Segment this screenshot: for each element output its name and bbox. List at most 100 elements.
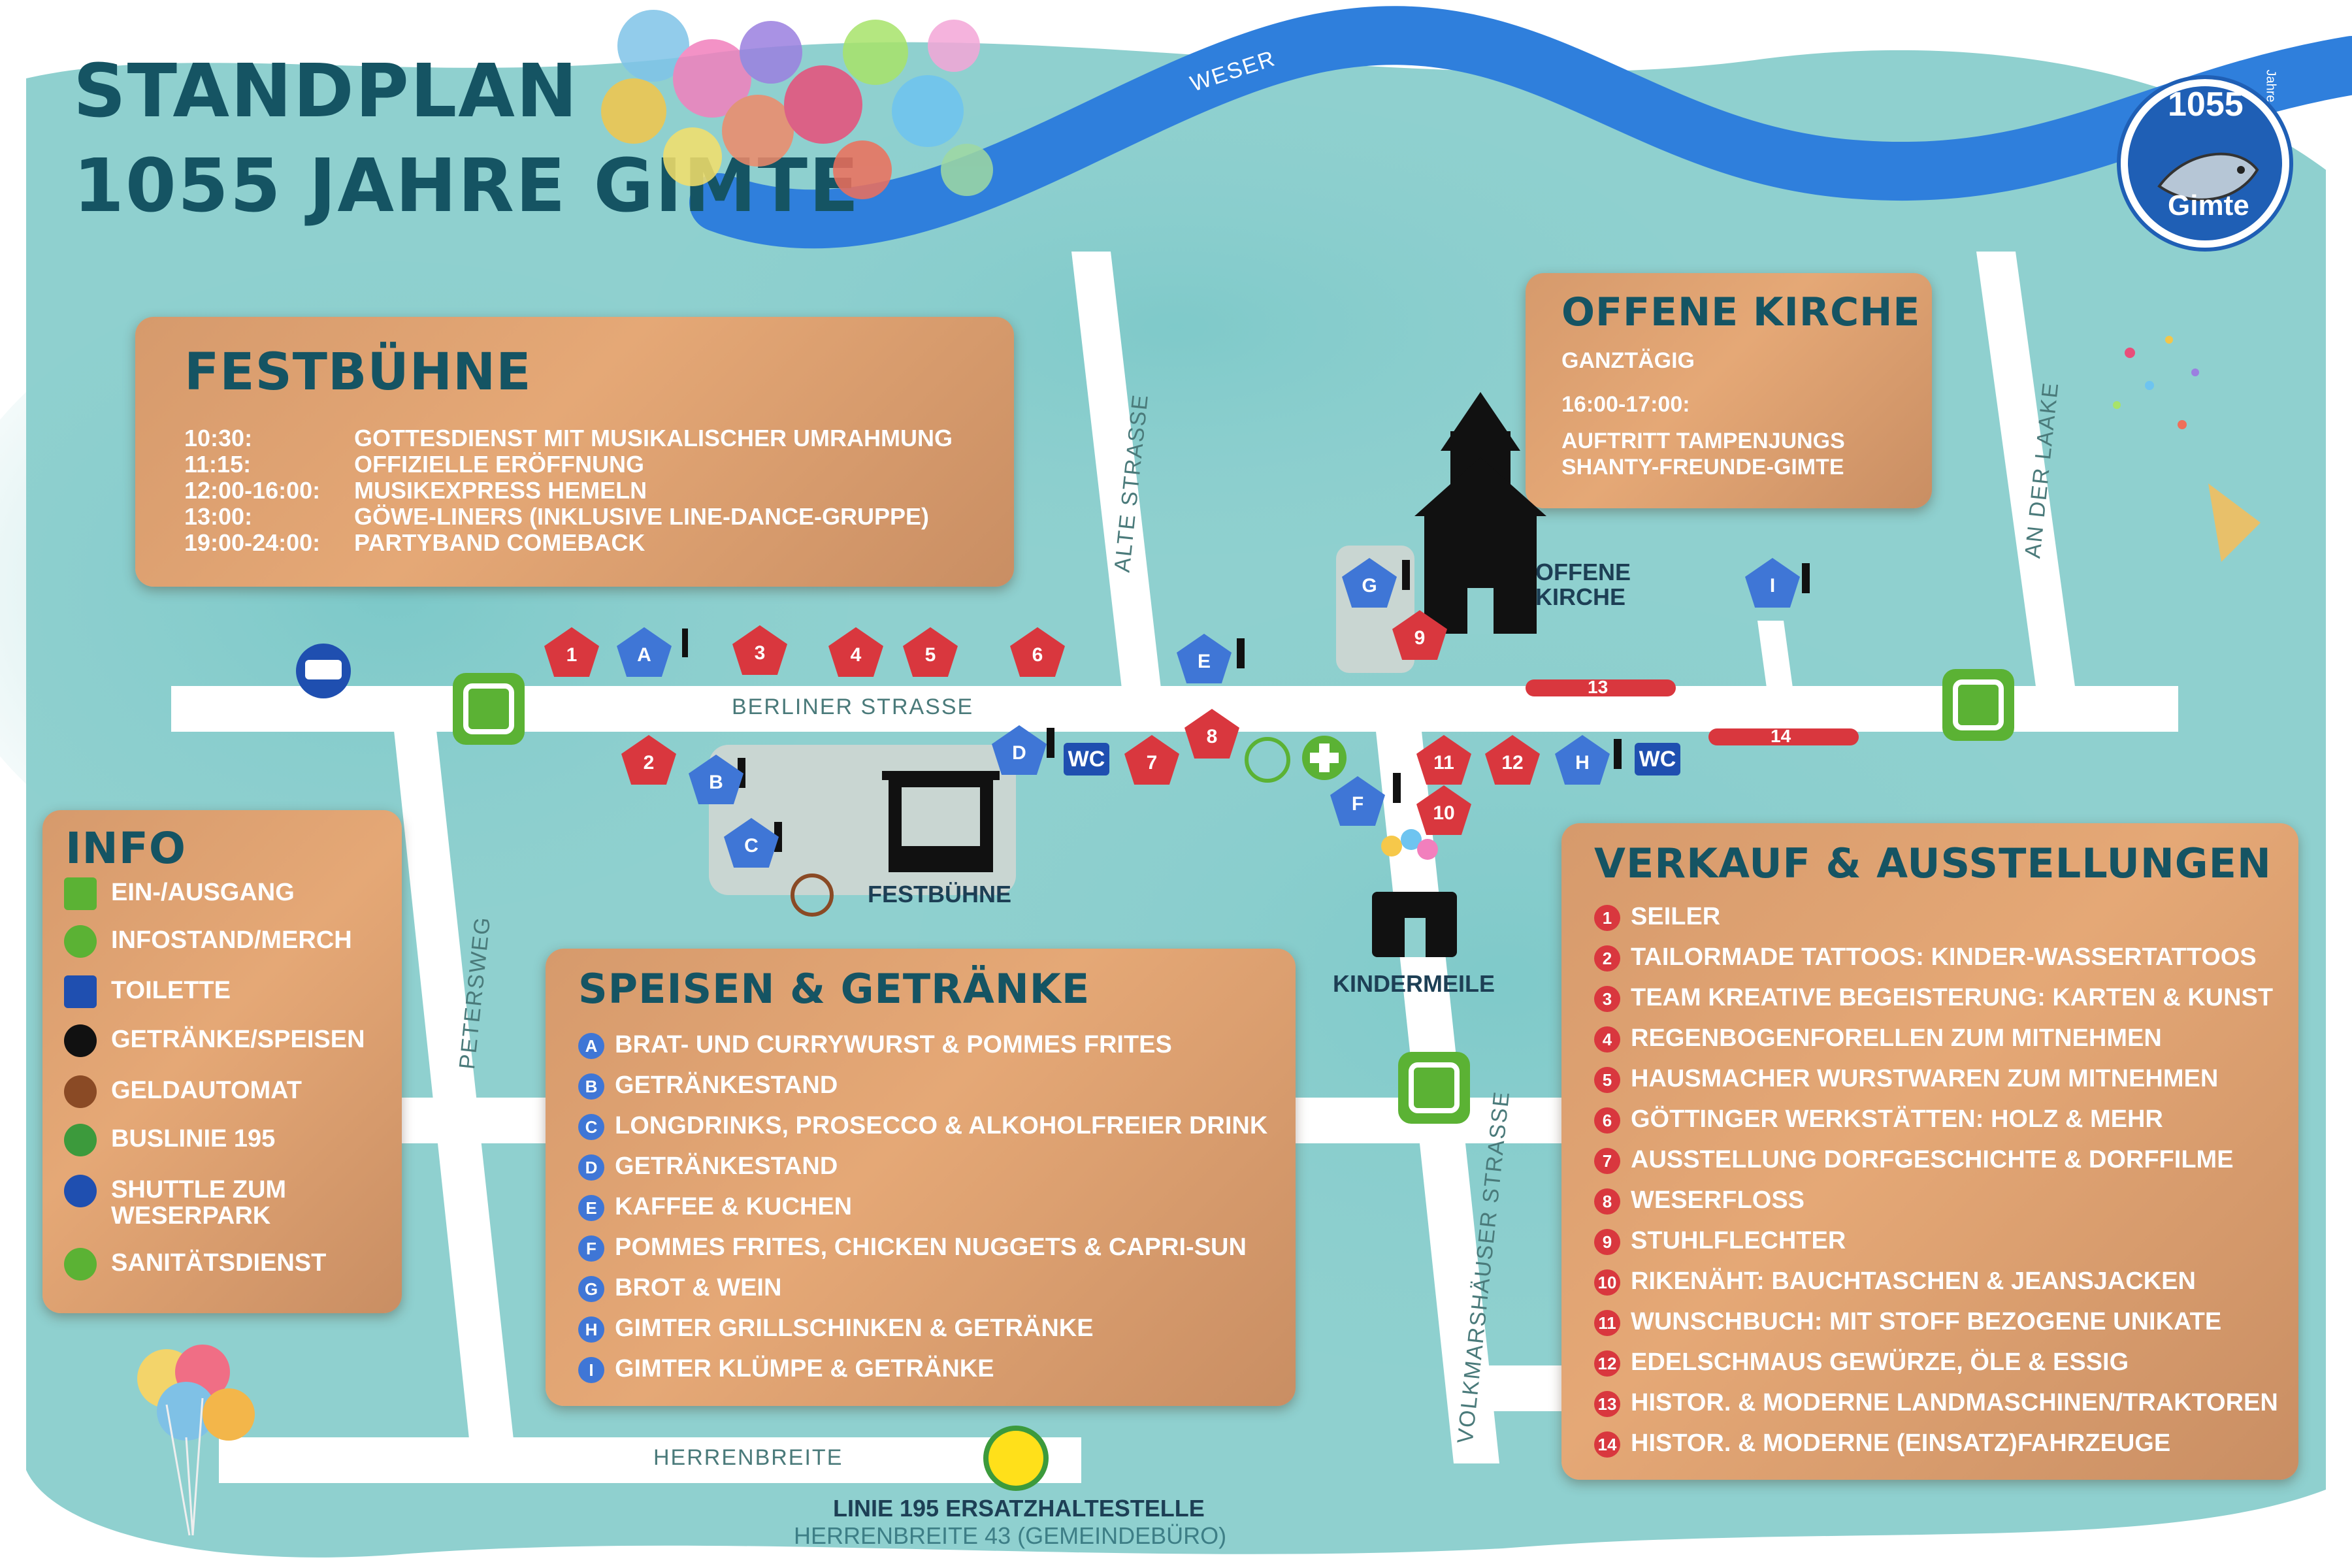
page-title-line1: STANDPLAN [73, 49, 579, 134]
long-stand-label: 14 [1771, 726, 1791, 746]
verkauf-item-label: GÖTTINGER WERKSTÄTTEN: HOLZ & MEHR [1631, 1105, 2163, 1133]
speisen-item: E KAFFEE & KUCHEN [578, 1193, 852, 1221]
kirche-panel: OFFENE KIRCHE GANZTÄGIG 16:00-17:00: AUF… [1526, 273, 1932, 508]
kindermeile-label: KINDERMEILE [1333, 970, 1495, 997]
verkauf-item: 8 WESERFLOSS [1594, 1186, 1805, 1215]
bottle-icons [682, 560, 1810, 852]
info-icon [1245, 737, 1290, 783]
kirche-title: OFFENE KIRCHE [1561, 289, 1921, 335]
stand-key-badge: E [578, 1194, 604, 1221]
kirche-line2: 16:00-17:00: [1561, 392, 1690, 417]
speisen-item: D GETRÄNKESTAND [578, 1152, 838, 1181]
verkauf-item-label: HAUSMACHER WURSTWAREN ZUM MITNEHMEN [1631, 1065, 2219, 1092]
info-item-label: GETRÄNKE/SPEISEN [111, 1026, 365, 1053]
stand-14 [1708, 728, 1859, 745]
balloons-decoration [137, 1345, 255, 1536]
verkauf-item-label: SEILER [1631, 903, 1721, 930]
road-herrenbreite [219, 1437, 1081, 1483]
verkauf-item: 7 AUSSTELLUNG DORFGESCHICHTE & DORFFILME [1594, 1146, 2234, 1174]
kirche-map-label-1: OFFENE [1535, 559, 1631, 585]
stand-key-badge: D [578, 1154, 604, 1181]
info-panel: INFO [42, 810, 402, 1313]
kirche-map-label-2: KIRCHE [1535, 583, 1626, 610]
stand-key-badge: 5 [1594, 1066, 1620, 1093]
first-aid-icon [64, 1248, 97, 1281]
speisen-item-label: GIMTER GRILLSCHINKEN & GETRÄNKE [615, 1315, 1094, 1342]
stand-key-badge: G [578, 1275, 604, 1302]
bus-stop-icon [64, 1124, 97, 1156]
stand-key-badge: 1 [1594, 904, 1620, 931]
wc-sign: WC [1635, 743, 1680, 776]
stand-key-badge: A [578, 1032, 604, 1059]
festbuehne-panel: FESTBÜHNE 10:30: GOTTESDIENST MIT MUSIKA… [135, 317, 1014, 587]
stand-key-badge: 9 [1594, 1228, 1620, 1255]
wc-sign: WC [1064, 743, 1109, 776]
shuttle-bus-icon [296, 644, 351, 698]
kirche-line1: GANZTÄGIG [1561, 348, 1695, 373]
verkauf-panel: VERKAUF & AUSSTELLUNGEN [1561, 823, 2298, 1480]
haltestelle-line1: LINIE 195 ERSATZHALTESTELLE [833, 1495, 1205, 1522]
verkauf-item-label: RIKENÄHT: BAUCHTASCHEN & JEANSJACKEN [1631, 1267, 2196, 1295]
schedule-event: OFFIZIELLE ERÖFFNUNG [354, 451, 644, 478]
kirche-line3: AUFTRITT TAMPENJUNGS [1561, 429, 1845, 453]
schedule-event: PARTYBAND COMEBACK [354, 529, 645, 556]
road-petersweg [392, 712, 516, 1463]
bus-stop-icon [983, 1426, 1049, 1491]
info-item-label: BUSLINIE 195 [111, 1125, 276, 1152]
entrance-icon [1398, 1052, 1470, 1124]
speisen-item-label: POMMES FRITES, CHICKEN NUGGETS & CAPRI-S… [615, 1233, 1247, 1261]
speisen-item-label: GETRÄNKESTAND [615, 1152, 838, 1180]
verkauf-item-label: AUSSTELLUNG DORFGESCHICHTE & DORFFILME [1631, 1146, 2234, 1173]
balloon-cluster [601, 10, 993, 199]
weser-river [689, 6, 2352, 249]
speisen-item: A BRAT- UND CURRYWURST & POMMES FRITES [578, 1031, 1172, 1059]
stand-key-badge: 7 [1594, 1147, 1620, 1174]
verkauf-item-label: WUNSCHBUCH: MIT STOFF BEZOGENE UNIKATE [1631, 1308, 2222, 1335]
long-stand-label: 13 [1588, 677, 1609, 697]
party-popper-icon [2113, 336, 2261, 562]
speisen-item-label: BRAT- UND CURRYWURST & POMMES FRITES [615, 1031, 1172, 1058]
stand-key-badge: 13 [1594, 1390, 1620, 1417]
stage-icon [882, 771, 1000, 872]
entrance-icon [64, 877, 97, 910]
verkauf-item: 1 SEILER [1594, 903, 1720, 931]
speisen-item-label: GETRÄNKESTAND [615, 1071, 838, 1099]
bottle-icon [64, 1024, 97, 1057]
kirche-line4: SHANTY-FREUNDE-GIMTE [1561, 455, 1844, 480]
stand-key-badge: 8 [1594, 1188, 1620, 1215]
road-an-der-laake [1976, 252, 2078, 706]
shuttle-bus-icon [64, 1175, 97, 1207]
speisen-title: SPEISEN & GETRÄNKE [578, 965, 1090, 1013]
info-item-label: GELDAUTOMAT [111, 1077, 302, 1104]
logo-name: Gimte [2168, 189, 2249, 221]
info-item-label: SANITÄTSDIENST [111, 1249, 327, 1277]
first-aid-icon [1302, 736, 1347, 780]
festbuehne-title: FESTBÜHNE [184, 343, 532, 402]
euro-icon [791, 874, 834, 917]
info-item-label: SHUTTLE ZUM [111, 1176, 287, 1203]
stand-key-badge: C [578, 1113, 604, 1140]
stand-key-badge: 12 [1594, 1350, 1620, 1377]
schedule-time: 11:15: [184, 451, 252, 478]
info-icon [64, 925, 97, 958]
speisen-item-label: KAFFEE & KUCHEN [615, 1193, 853, 1220]
schedule-time: 19:00-24:00: [184, 529, 321, 556]
verkauf-item-label: STUHLFLECHTER [1631, 1227, 1846, 1254]
verkauf-title: VERKAUF & AUSSTELLUNGEN [1594, 840, 2272, 887]
verkauf-item-label: WESERFLOSS [1631, 1186, 1805, 1214]
road-east-stub [1477, 1365, 1568, 1411]
verkauf-item: 5 HAUSMACHER WURSTWAREN ZUM MITNEHMEN [1594, 1065, 2218, 1093]
stand-key-badge: 2 [1594, 945, 1620, 972]
road-alte-strasse [1071, 252, 1163, 706]
